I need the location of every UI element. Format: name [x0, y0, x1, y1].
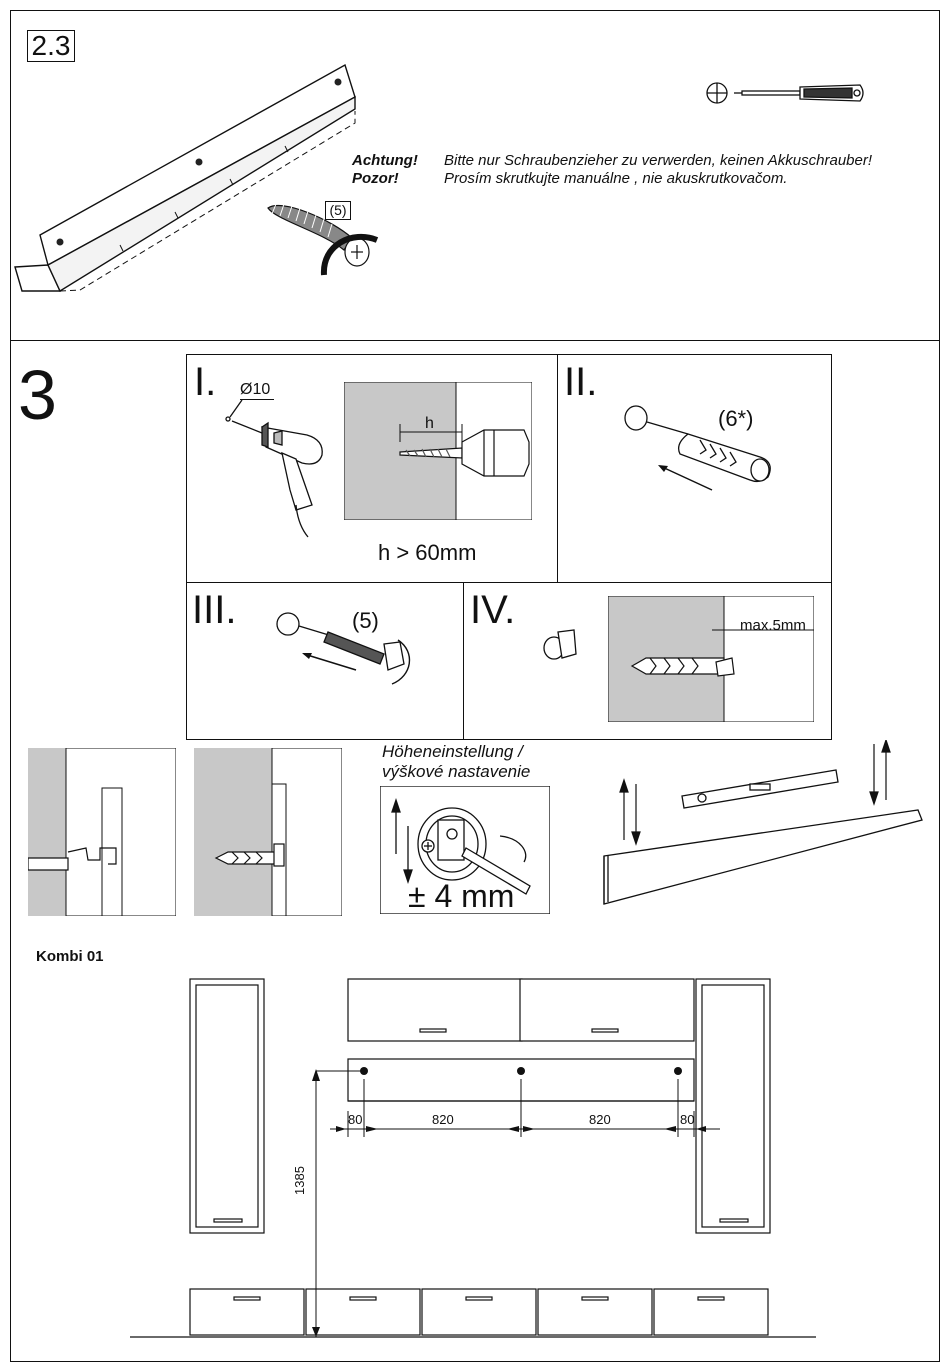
kombi-title: Kombi 01: [36, 948, 104, 965]
dim-span-2: 820: [589, 1112, 611, 1127]
plug-installed-diagram: [608, 596, 814, 722]
warning-label-sk: Pozor!: [352, 170, 399, 187]
depth-symbol-label: h: [425, 415, 434, 432]
steps-grid: [186, 354, 832, 740]
height-range-label: ± 4 mm: [408, 878, 515, 914]
step-number-3: 3: [18, 356, 57, 434]
screw-insert-icon: [276, 612, 411, 685]
part-ref-6: (6*): [718, 406, 754, 431]
page-frame: [10, 10, 940, 1362]
hanging-side-view-2: [194, 748, 342, 916]
wall-plug-icon: [624, 405, 771, 491]
dim-span-1: 820: [432, 1112, 454, 1127]
grid-line-v1: [557, 354, 558, 583]
dim-right-edge: 80: [680, 1112, 695, 1127]
wall-bracket-illustration: [14, 63, 356, 293]
height-adjust-title-sk: výškové nastavenie: [382, 762, 531, 781]
depth-rule-label: h > 60mm: [378, 540, 477, 565]
grid-line-v2: [463, 582, 464, 740]
warning-text-de: Bitte nur Schraubenzieher zu verwerden, …: [444, 152, 873, 169]
gap-label: max.5mm: [740, 617, 806, 634]
part-ref-5: (5): [352, 608, 379, 633]
height-adjust-title-de: Höheneinstellung /: [382, 742, 523, 761]
screwdriver-icon: [706, 82, 864, 104]
dim-left-edge: 80: [348, 1112, 363, 1127]
warning-label-de: Achtung!: [352, 152, 418, 169]
drill-icon: [225, 399, 323, 538]
hook-icon: [543, 629, 577, 660]
panel-3-numeral: III.: [192, 588, 237, 632]
section-divider: [10, 340, 940, 341]
height-adjust-diagram: [380, 786, 550, 914]
drill-diameter-label: Ø10: [240, 381, 275, 400]
screw-ref-label: (5): [325, 201, 351, 220]
screw-icon: [267, 203, 388, 276]
grid-line-h: [186, 582, 832, 583]
drill-depth-diagram: [344, 382, 532, 520]
warning-text-sk: Prosím skrutkujte manuálne , nie akuskru…: [444, 170, 788, 187]
dim-height: 1385: [292, 1166, 307, 1195]
kombi-elevation-drawing: [130, 978, 816, 1338]
step-number-2-3: 2.3: [27, 30, 75, 62]
panel-2-numeral: II.: [564, 360, 598, 404]
panel-1-numeral: I.: [194, 360, 217, 404]
hanging-side-view-1: [28, 748, 176, 916]
panel-4-numeral: IV.: [470, 588, 516, 632]
spirit-level-diagram: [603, 740, 923, 905]
